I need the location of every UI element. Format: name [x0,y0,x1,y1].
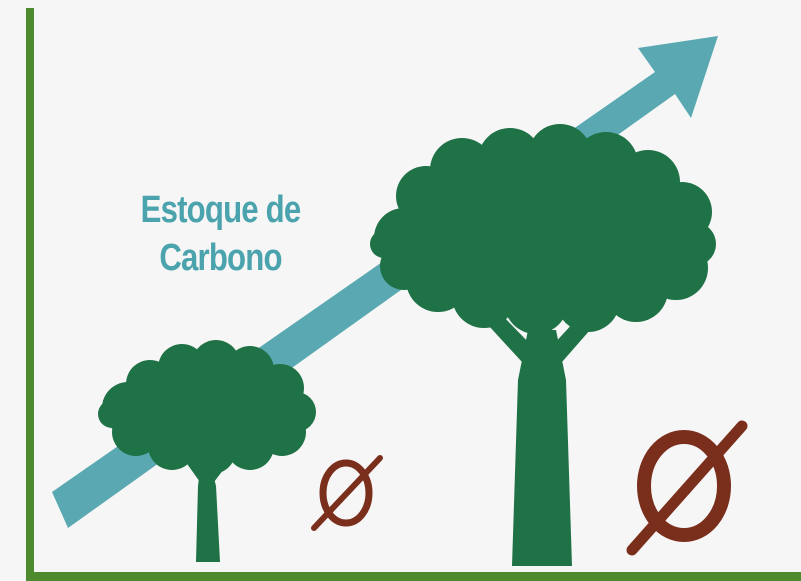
y-axis [26,8,34,580]
small-tree-icon [98,340,316,562]
label-line-1: Estoque de [140,189,302,231]
carbon-stock-label: Estoque de Carbono [136,186,304,282]
x-axis [26,572,801,581]
axes [26,8,801,581]
large-tree-icon [370,124,716,566]
large-tree-crown [370,124,716,334]
small-tree-crown [98,340,316,474]
label-line-2: Carbono [159,237,282,279]
small-diameter-icon [311,455,383,531]
large-diameter-icon [626,420,748,556]
